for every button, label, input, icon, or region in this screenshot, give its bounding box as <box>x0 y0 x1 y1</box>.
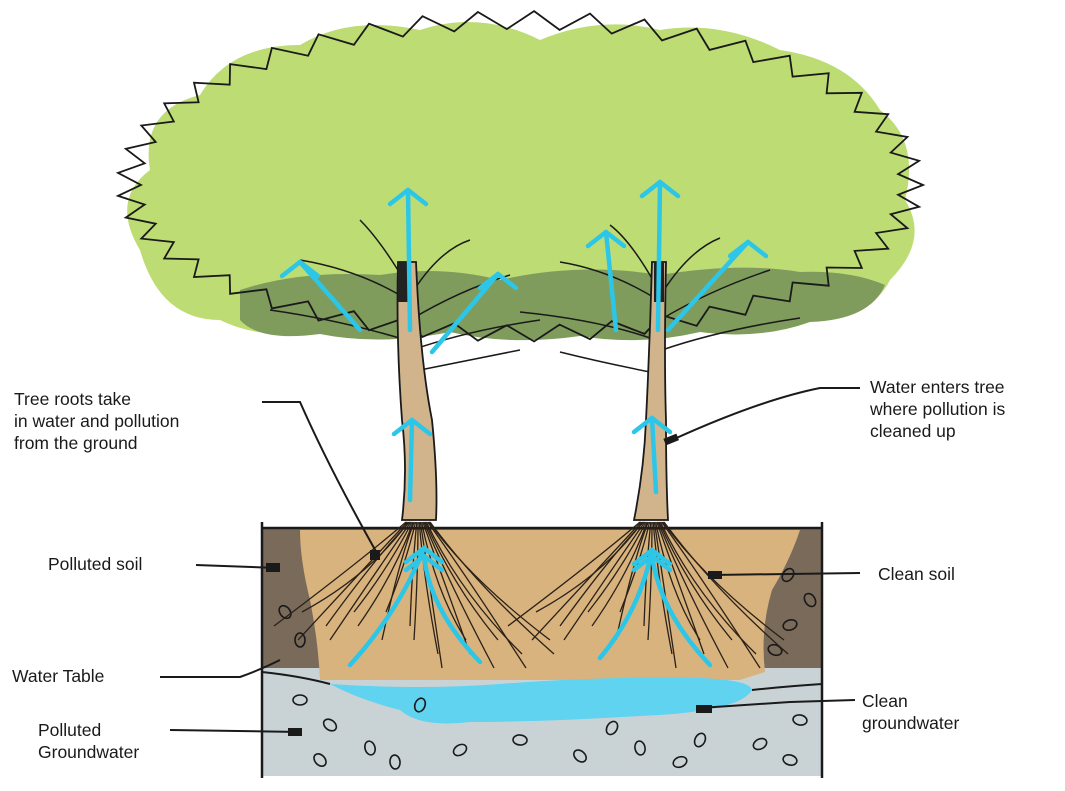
label-polluted-groundwater: Polluted Groundwater <box>38 719 139 763</box>
label-clean-soil: Clean soil <box>878 563 955 585</box>
label-polluted-soil: Polluted soil <box>48 553 142 575</box>
label-clean-soil-text: Clean soil <box>878 563 955 585</box>
tip-polluted-soil <box>266 563 280 572</box>
tip-clean-groundwater <box>696 705 712 713</box>
tip-clean-soil <box>708 571 722 579</box>
label-water-table: Water Table <box>12 665 104 687</box>
label-polluted-groundwater-line-2: Groundwater <box>38 741 139 763</box>
label-water-enters: Water enters tree where pollution is cle… <box>870 376 1005 442</box>
label-clean-groundwater: Clean groundwater <box>862 690 959 734</box>
flow-arrow-4 <box>658 182 660 330</box>
label-water-enters-line-2: where pollution is <box>870 398 1005 420</box>
label-tree-roots: Tree roots take in water and pollution f… <box>14 388 179 454</box>
label-tree-roots-line-1: Tree roots take <box>14 388 179 410</box>
tip-polluted-groundwater <box>288 728 302 736</box>
label-clean-groundwater-line-2: groundwater <box>862 712 959 734</box>
tip-tree-roots <box>370 550 380 560</box>
label-polluted-soil-text: Polluted soil <box>48 553 142 575</box>
branch-13 <box>560 352 650 372</box>
ground-section <box>262 522 822 778</box>
label-water-enters-line-3: cleaned up <box>870 420 1005 442</box>
leader-water-enters <box>672 388 860 440</box>
flow-arrow-0 <box>408 190 410 330</box>
label-polluted-groundwater-line-1: Polluted <box>38 719 139 741</box>
trees <box>118 11 923 520</box>
flow-arrow-3 <box>410 420 412 500</box>
label-tree-roots-line-3: from the ground <box>14 432 179 454</box>
branch-12 <box>420 350 520 370</box>
label-tree-roots-line-2: in water and pollution <box>14 410 179 432</box>
label-water-enters-line-1: Water enters tree <box>870 376 1005 398</box>
label-clean-groundwater-line-1: Clean <box>862 690 959 712</box>
label-water-table-text: Water Table <box>12 665 104 687</box>
